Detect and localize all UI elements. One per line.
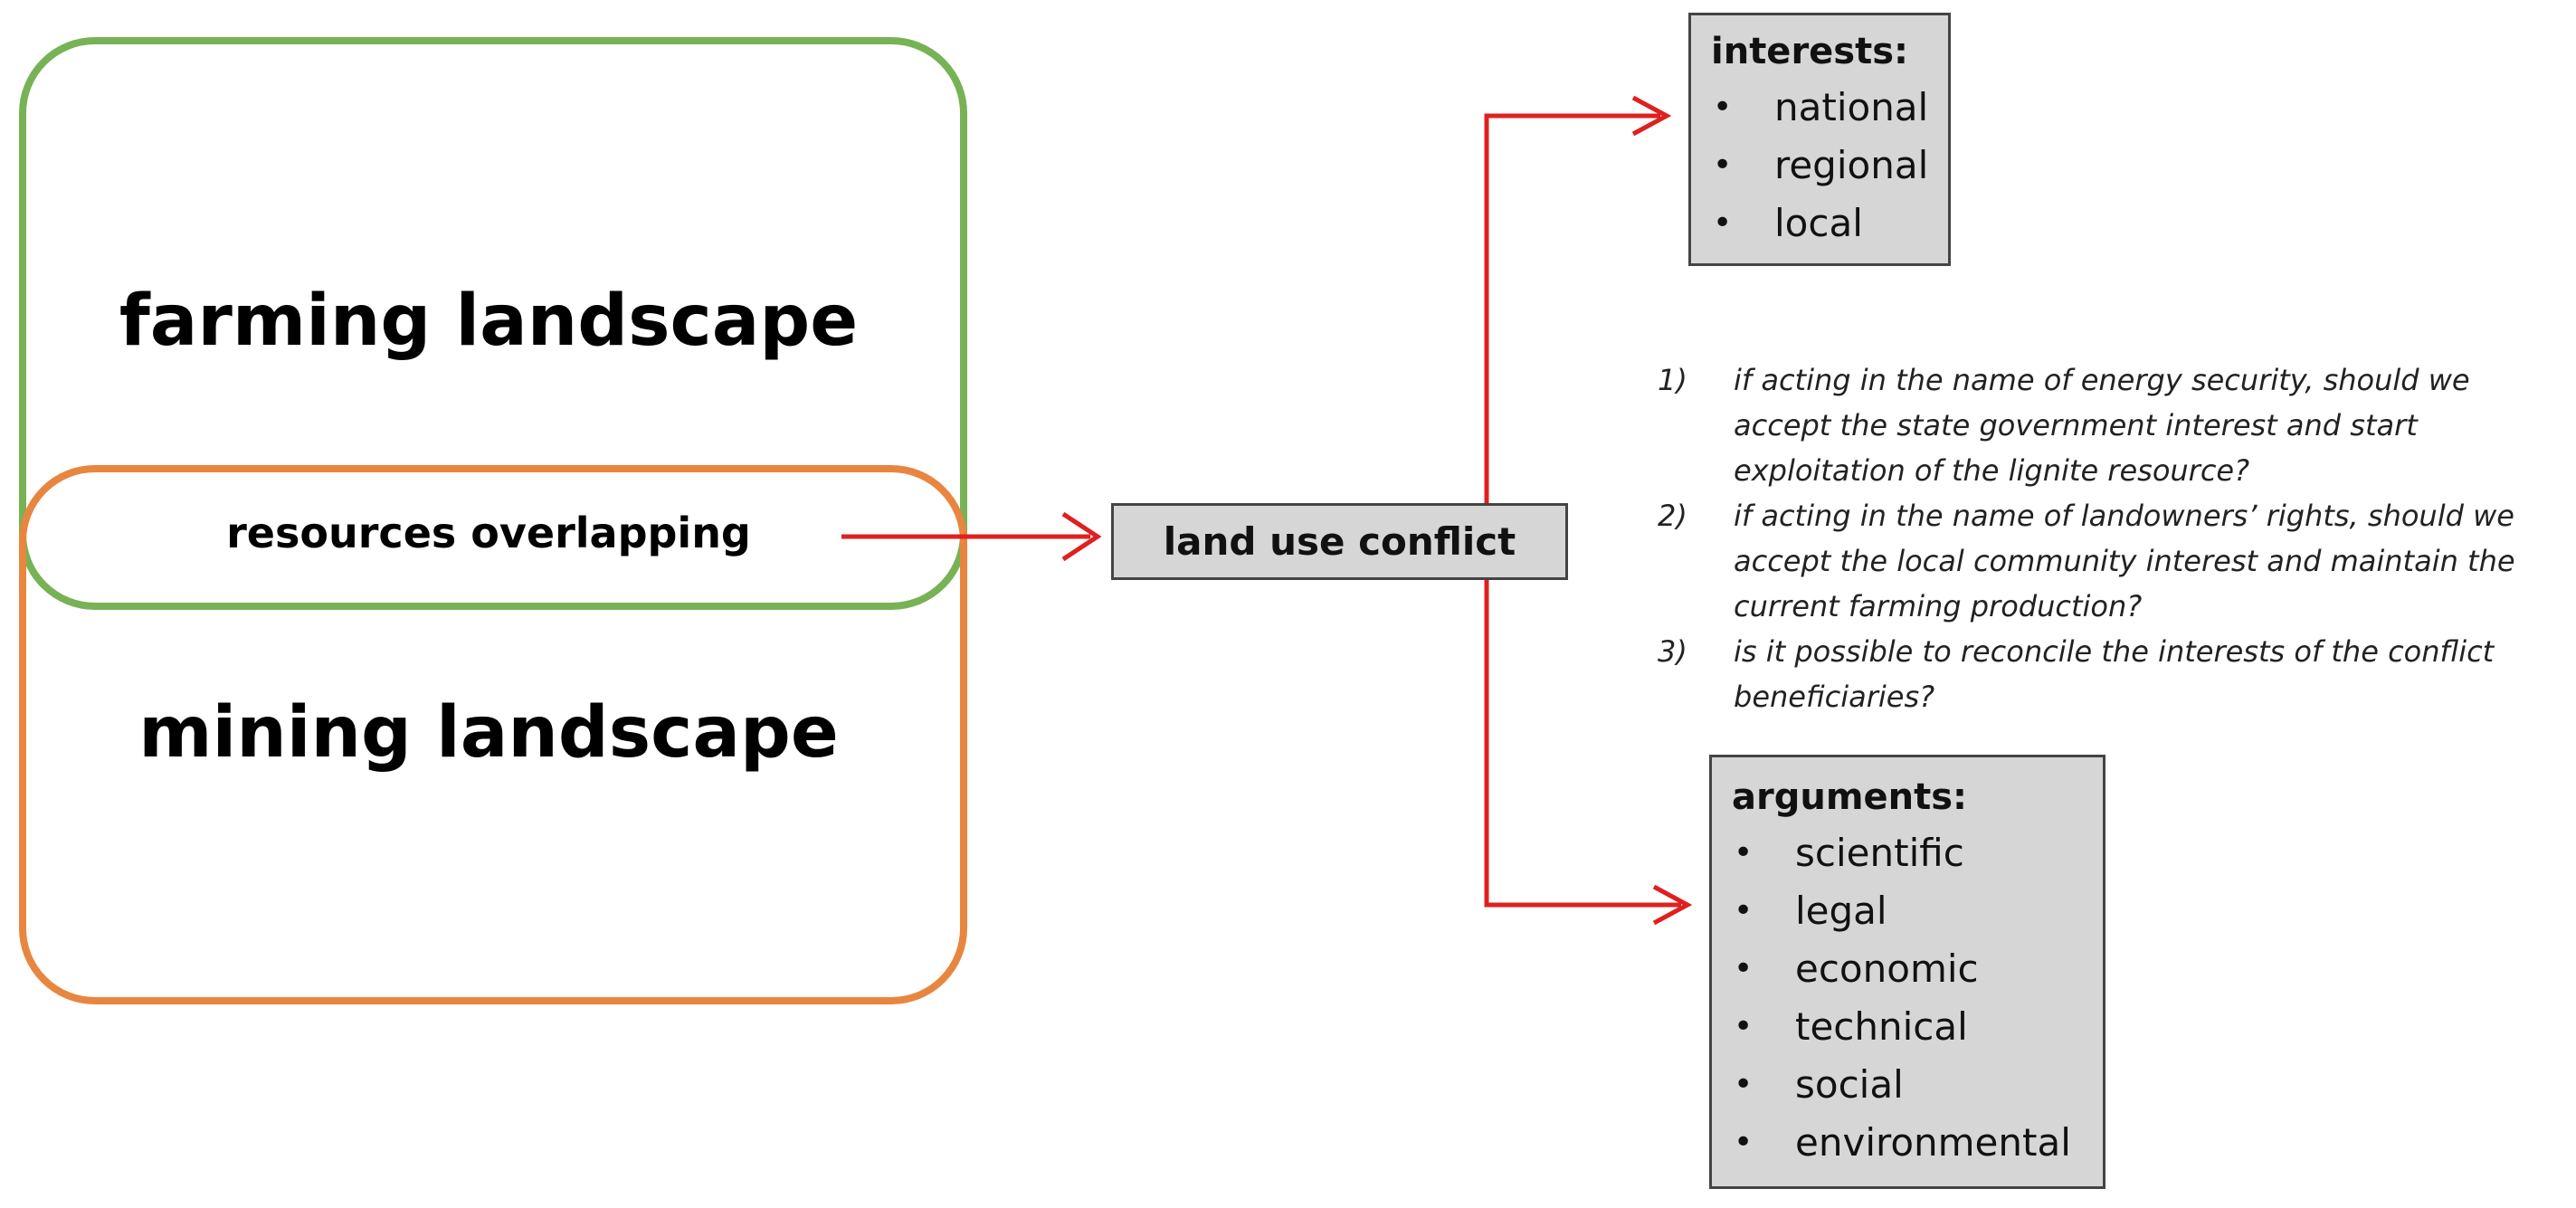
arguments-item-label: scientific bbox=[1795, 831, 1964, 875]
interests-item-label: regional bbox=[1774, 143, 1929, 187]
mining-landscape-region bbox=[19, 465, 967, 1004]
farming-landscape-label: farming landscape bbox=[119, 281, 859, 362]
question-text: if acting in the name of energy security… bbox=[1734, 363, 2470, 488]
arguments-box: arguments: •scientific •legal •economic … bbox=[1709, 755, 2105, 1189]
arguments-list: •scientific •legal •economic •technical … bbox=[1732, 824, 2103, 1172]
interests-box: interests: • national • regional • local bbox=[1688, 13, 1951, 266]
farming-landscape-region bbox=[19, 37, 967, 610]
question-number: 2) bbox=[1658, 499, 1687, 533]
question-text: is it possible to reconcile the interest… bbox=[1734, 634, 2495, 714]
bullet-icon: • bbox=[1713, 205, 1733, 242]
question-number: 3) bbox=[1658, 634, 1687, 669]
arguments-item: • economic bbox=[1732, 940, 2103, 998]
questions-list: 1) if acting in the name of energy securi… bbox=[1647, 357, 2561, 719]
question-item: 1) if acting in the name of energy securi… bbox=[1647, 357, 2561, 493]
question-number: 1) bbox=[1658, 363, 1687, 397]
conflict-to-interests-connector bbox=[1484, 113, 1660, 503]
interests-list: • national • regional • local bbox=[1711, 79, 1948, 252]
arguments-item: • social bbox=[1732, 1056, 2103, 1114]
arguments-item-label: legal bbox=[1795, 889, 1887, 933]
question-text: if acting in the name of landowners’ rig… bbox=[1734, 499, 2515, 623]
arguments-heading: arguments: bbox=[1732, 776, 1968, 818]
conflict-to-interests-arrowhead bbox=[1631, 95, 1672, 137]
arguments-item: • technical bbox=[1732, 998, 2103, 1056]
interests-item: • local bbox=[1711, 195, 1948, 252]
interests-item-label: local bbox=[1774, 201, 1863, 245]
bullet-icon: • bbox=[1734, 950, 1754, 987]
bullet-icon: • bbox=[1734, 1124, 1754, 1161]
mining-landscape-label: mining landscape bbox=[138, 692, 839, 774]
overlap-to-conflict-arrowhead bbox=[1061, 511, 1102, 562]
land-use-conflict-box: land use conflict bbox=[1111, 503, 1568, 580]
arguments-item-label: technical bbox=[1795, 1004, 1968, 1049]
conflict-to-arguments-arrowhead bbox=[1652, 884, 1693, 926]
arguments-item: • environmental bbox=[1732, 1114, 2103, 1172]
resources-overlapping-label: resources overlapping bbox=[226, 509, 751, 557]
bullet-icon: • bbox=[1734, 1008, 1754, 1045]
arguments-item-label: economic bbox=[1795, 946, 1979, 991]
interests-item-label: national bbox=[1774, 85, 1929, 129]
interests-heading: interests: bbox=[1711, 31, 1909, 72]
conflict-to-arguments-connector bbox=[1484, 580, 1681, 908]
arguments-item: • legal bbox=[1732, 882, 2103, 940]
interests-item: • national bbox=[1711, 79, 1948, 137]
bullet-icon: • bbox=[1713, 89, 1733, 126]
arguments-item: • scientific bbox=[1732, 824, 2103, 882]
question-item: 2) if acting in the name of landowners’ r… bbox=[1647, 493, 2561, 629]
bullet-icon: • bbox=[1734, 892, 1754, 929]
arguments-item-label: social bbox=[1795, 1062, 1904, 1107]
question-item: 3) is it possible to reconcile the intere… bbox=[1647, 629, 2561, 719]
bullet-icon: • bbox=[1713, 147, 1733, 184]
arguments-item-label: environmental bbox=[1795, 1120, 2071, 1165]
bullet-icon: • bbox=[1734, 1066, 1754, 1103]
interests-item: • regional bbox=[1711, 137, 1948, 195]
bullet-icon: • bbox=[1734, 834, 1754, 871]
